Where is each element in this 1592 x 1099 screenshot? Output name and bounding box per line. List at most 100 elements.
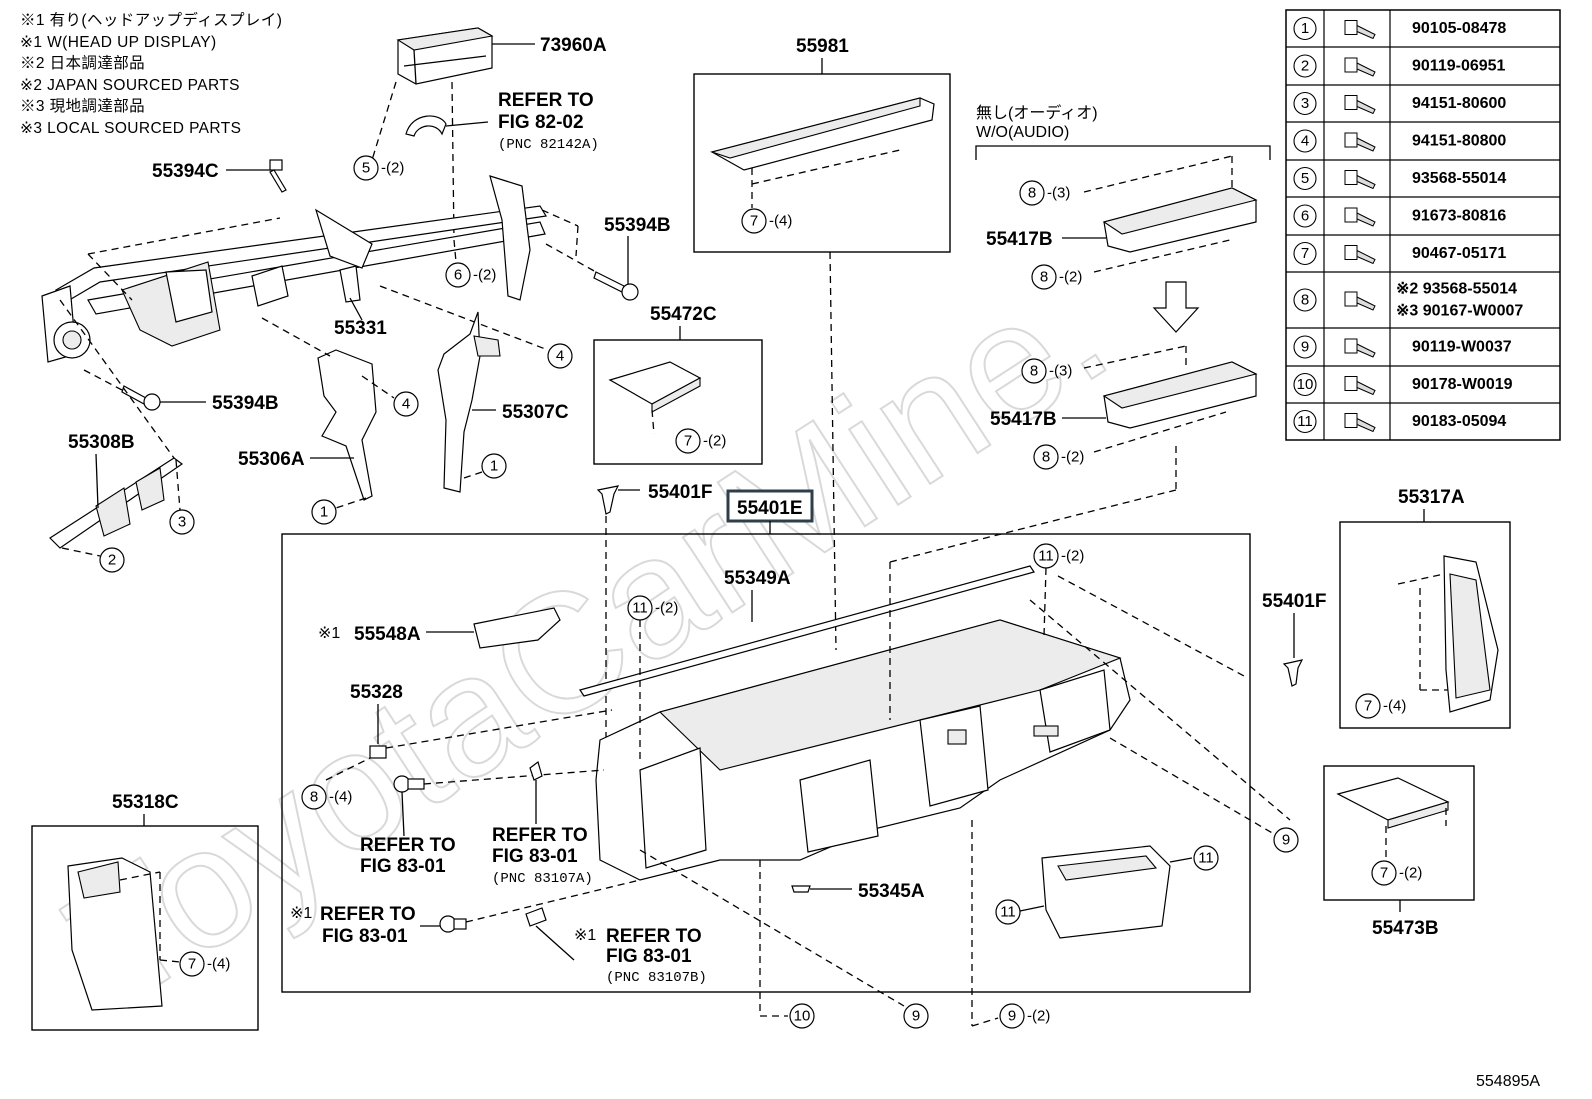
svg-text:8: 8	[310, 789, 318, 806]
label-55473B: 55473B	[1372, 918, 1439, 939]
ref-3-line-3: (PNC 83107A)	[492, 871, 593, 887]
svg-text:8: 8	[1042, 449, 1050, 466]
part-55349A-strip[interactable]	[579, 565, 1035, 697]
fastener-icon	[1344, 413, 1376, 433]
label-55394C: 55394C	[152, 161, 219, 182]
svg-text:3: 3	[178, 514, 186, 531]
label-55548A: 55548A	[354, 624, 421, 645]
callout-9c: 9 -(2)	[999, 1003, 1050, 1029]
part-55306A-brace[interactable]	[317, 349, 377, 501]
ref-5-note: ※1	[574, 927, 596, 944]
part-55307C-brace[interactable]	[437, 311, 501, 493]
label-55318C: 55318C	[112, 792, 179, 813]
bolt-55394C	[269, 159, 287, 193]
callout-8e: 8 -(4)	[301, 784, 352, 810]
note-line: ※3 LOCAL SOURCED PARTS	[20, 119, 242, 137]
legend-notes: ※1 有り(ヘッドアップディスプレイ) ※1 W(HEAD UP DISPLAY…	[20, 10, 282, 140]
label-audio-jp: 無し(オーディオ)	[976, 103, 1098, 122]
svg-text:-(2): -(2)	[1061, 548, 1084, 565]
callout-4a: 4	[547, 343, 573, 369]
svg-text:9: 9	[1282, 832, 1290, 849]
note-line: ※1 有り(ヘッドアップディスプレイ)	[20, 12, 283, 29]
fastener-part-number: 90105-08478	[1412, 20, 1506, 37]
part-55308B-bracket[interactable]	[49, 457, 184, 549]
fastener-part-number: 91673-80816	[1412, 208, 1506, 225]
fastener-part-number: ※2 93568-55014	[1396, 281, 1517, 298]
part-hud-harness	[405, 115, 447, 137]
fastener-icon	[1344, 20, 1376, 40]
svg-text:1: 1	[490, 458, 498, 475]
fastener-part-number: 90467-05171	[1412, 245, 1506, 262]
part-55548A-cover[interactable]	[473, 607, 561, 649]
label-55317A: 55317A	[1398, 487, 1465, 508]
svg-text:11: 11	[1198, 850, 1214, 867]
ref-5-line-1: REFER TO	[606, 926, 702, 947]
ref-1-line-1: REFER TO	[498, 90, 594, 111]
fastener-part-number: 93568-55014	[1412, 170, 1506, 187]
part-55472C-cover[interactable]	[608, 361, 702, 413]
fastener-number: 1	[1301, 20, 1309, 37]
fastener-row: 6 91673-80816	[1286, 196, 1560, 228]
label-55417B-top: 55417B	[986, 229, 1053, 250]
fastener-number: 6	[1301, 208, 1309, 225]
fastener-number: 11	[1297, 413, 1313, 430]
callout-1a: 1	[481, 453, 507, 479]
part-55417B-upper[interactable]	[1102, 187, 1258, 253]
label-55981: 55981	[796, 36, 849, 57]
label-55472C: 55472C	[650, 304, 717, 325]
fastener-row: 2 90119-06951	[1286, 46, 1560, 78]
bolt-ref-left	[393, 775, 425, 793]
fastener-number: 2	[1301, 58, 1309, 75]
svg-text:-(2): -(2)	[1027, 1008, 1050, 1025]
svg-text:7: 7	[188, 956, 196, 973]
fastener-number-circle	[1293, 204, 1317, 228]
fastener-part-number: ※3 90167-W0007	[1396, 303, 1523, 320]
svg-text:11: 11	[1000, 904, 1016, 921]
fastener-icon	[1344, 95, 1376, 115]
fastener-number: 9	[1301, 339, 1309, 356]
box-55472C	[593, 339, 763, 465]
svg-text:-(2): -(2)	[655, 600, 678, 617]
fastener-icon	[1344, 376, 1376, 396]
svg-text:8: 8	[1028, 185, 1036, 202]
fastener-number: 3	[1301, 95, 1309, 112]
svg-text:-(4): -(4)	[769, 213, 792, 230]
part-73960A-hud[interactable]	[396, 27, 494, 85]
clip-55401F-mid	[596, 485, 620, 515]
svg-text:7: 7	[1364, 698, 1372, 715]
part-55318C-panel[interactable]	[67, 857, 163, 1011]
part-55417B-lower[interactable]	[1102, 361, 1258, 429]
part-55473B-cover[interactable]	[1336, 777, 1450, 829]
svg-text:-(3): -(3)	[1049, 363, 1072, 380]
fastener-icon	[1344, 207, 1376, 227]
note-line: ※1 W(HEAD UP DISPLAY)	[20, 33, 217, 51]
part-glovebox[interactable]	[1041, 845, 1171, 939]
part-55981-panel[interactable]	[710, 97, 935, 171]
fastener-number: 5	[1301, 170, 1309, 187]
ref-4-note: ※1	[290, 905, 312, 922]
box-55473B	[1323, 765, 1475, 901]
svg-text:-(2): -(2)	[473, 267, 496, 284]
bolt-ref-bottom	[439, 915, 467, 933]
svg-text:-(4): -(4)	[207, 956, 230, 973]
note-55548A: ※1	[318, 625, 340, 642]
part-55331-steering-support[interactable]	[41, 175, 547, 363]
svg-text:9: 9	[1008, 1008, 1016, 1025]
fastener-row: 8※2 93568-55014※3 90167-W0007	[1286, 271, 1560, 320]
box-55318C	[31, 825, 259, 1031]
svg-text:-(4): -(4)	[329, 789, 352, 806]
ref-3-line-2: FIG 83-01	[492, 846, 578, 867]
callout-5: 5 -(2)	[353, 155, 404, 181]
ref-1-line-2: FIG 82-02	[498, 112, 584, 133]
callout-3: 3	[169, 509, 195, 535]
callout-10: 10	[789, 1003, 815, 1029]
fastener-part-number: 90119-06951	[1412, 58, 1506, 75]
part-55317A-panel[interactable]	[1443, 555, 1499, 713]
box-dashboard-assy	[281, 533, 1251, 993]
callout-8b: 8 -(2)	[1031, 264, 1082, 290]
box-55401E-highlight[interactable]	[726, 489, 814, 523]
